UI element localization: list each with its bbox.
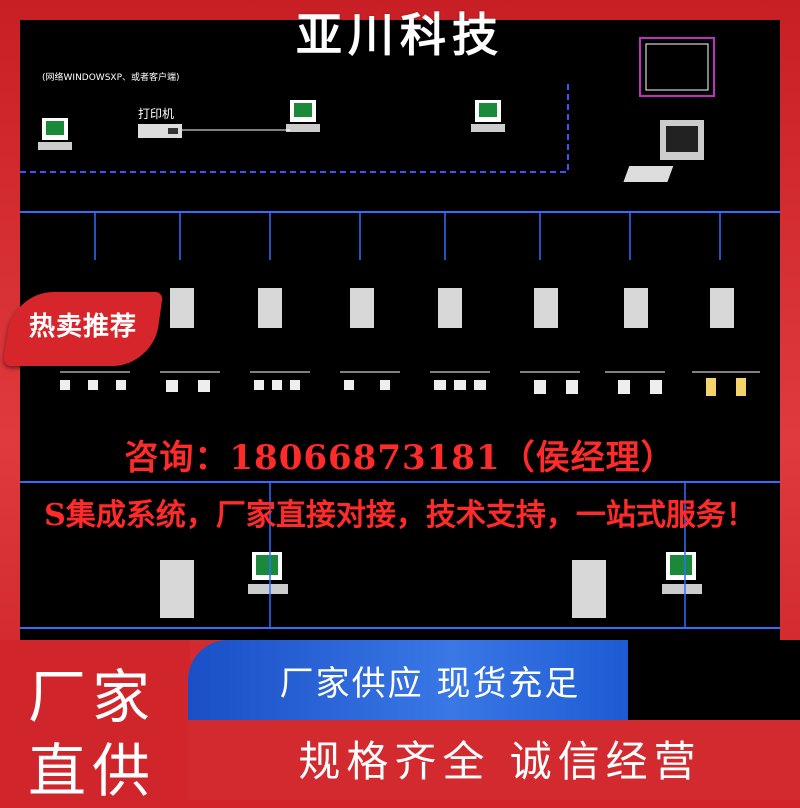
workstation-icon: [38, 118, 72, 150]
lower-workstation-icon: [248, 552, 288, 594]
supply-banner-text: 厂家供应 现货充足: [279, 664, 581, 704]
server-tower-row: [170, 288, 734, 328]
left-red-block: [0, 640, 190, 800]
lower-server-icon: [572, 560, 606, 618]
supply-banner: [188, 640, 628, 720]
contact-line: 咨询：18066873181（侯经理）: [124, 438, 676, 478]
brand-title: 亚川科技: [296, 8, 504, 62]
left-block-line1: 厂家: [28, 663, 157, 731]
lower-server-icon: [160, 560, 194, 618]
service-slogan: S集成系统，厂家直接对接，技术支持，一站式服务！: [44, 498, 756, 533]
workstation-icon: [286, 100, 320, 132]
printer-icon: [138, 124, 182, 138]
left-block-line2: 直供: [28, 737, 157, 805]
workstation-icon: [471, 100, 505, 132]
diagram-strip: [628, 640, 800, 720]
bottom-banner-text: 规格齐全 诚信经营: [298, 737, 702, 786]
bottom-red-banner: [188, 720, 800, 800]
badge-label: 热卖推荐: [28, 312, 137, 342]
server-terminal-icon: [623, 120, 704, 182]
hot-sale-badge[interactable]: 热卖推荐: [2, 292, 164, 366]
top-left-caption: (网络WINDOWSXP、或者客户端): [42, 71, 180, 83]
printer-caption: 打印机: [138, 107, 174, 121]
lower-workstation-icon: [662, 552, 702, 594]
